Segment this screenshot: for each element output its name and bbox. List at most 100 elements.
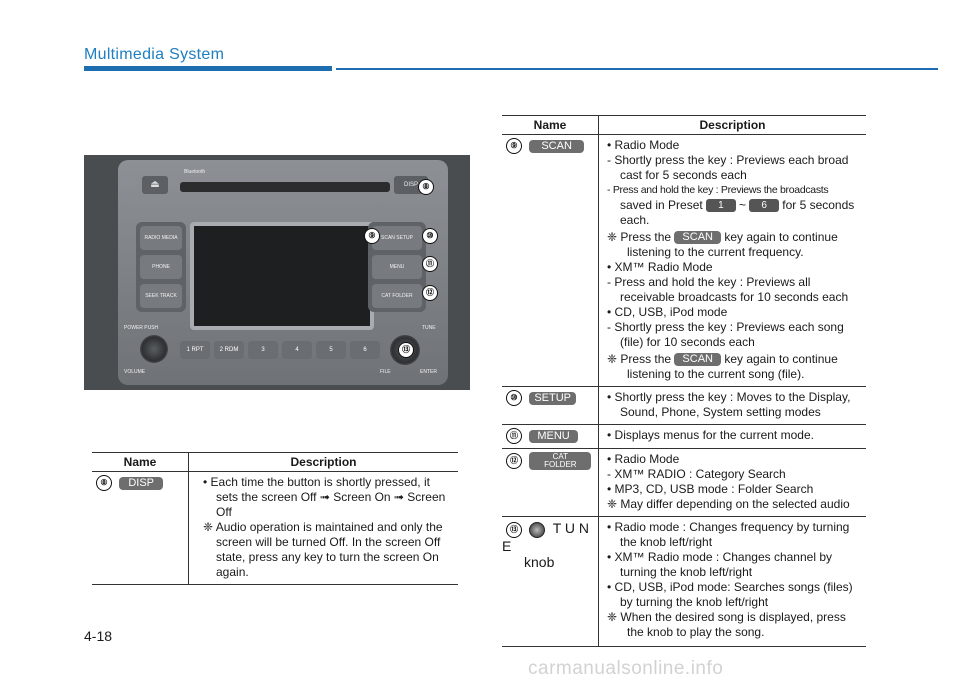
desc-line: Sound, Phone, System setting modes (620, 405, 821, 419)
cat-label: CAT (552, 452, 569, 461)
photo-preset-4: 4 (282, 341, 312, 359)
item-number-12: ⑫ (506, 453, 522, 469)
photo-left-buttons: RADIO MEDIA PHONE SEEK TRACK (136, 222, 186, 312)
desc-line: • Radio mode : Changes frequency by turn… (607, 520, 850, 534)
desc-line: receivable broadcasts for 10 seconds eac… (620, 290, 849, 304)
menu-button-icon: MENU (529, 429, 578, 443)
photo-scan-setup: SCAN SETUP (372, 226, 422, 250)
desc-line: sets the screen Off ➟ Screen On ➟ Screen (216, 490, 446, 504)
cat-folder-button-icon: CAT FOLDER (529, 452, 592, 470)
col-description-header: Description (188, 452, 458, 472)
col-name-header: Name (502, 115, 599, 135)
desc-line: • Radio Mode (607, 138, 680, 152)
disp-button-icon: DISP (119, 476, 164, 490)
desc-line: ❈ When the desired song is displayed, pr… (607, 610, 846, 624)
cd-slot (180, 182, 390, 192)
watermark: carmanualsonline.info (528, 658, 724, 679)
tilde-text: ~ (738, 198, 746, 212)
desc-line: ❈ May differ depending on the selected a… (607, 497, 850, 511)
bluetooth-label: Bluetooth (184, 169, 206, 175)
preset-6-button-icon: 6 (749, 199, 779, 213)
item-number-13: ⑬ (506, 521, 522, 538)
left-description-table: Name Description ⑧ DISP • Each time the … (92, 452, 458, 585)
table-row: ⑨ SCAN • Radio Mode - Shortly press the … (502, 134, 866, 387)
head-unit-photo: ⏏ Bluetooth DISP RADIO MEDIA PHONE SEEK … (84, 155, 470, 390)
knob-name: knob (524, 553, 555, 570)
page-number: 4-18 (84, 628, 113, 644)
desc-line: cast for 5 seconds each (620, 168, 747, 182)
photo-phone: PHONE (140, 255, 182, 279)
photo-preset-6: 6 (350, 341, 380, 359)
desc-line: the knob left/right (620, 535, 713, 549)
photo-preset-2: 2 RDM (214, 341, 244, 359)
callout-12: ⑫ (422, 285, 438, 301)
desc-text: key again to continue (724, 352, 838, 366)
desc-line: listening to the current frequency. (627, 245, 804, 259)
photo-radio-media: RADIO MEDIA (140, 226, 182, 250)
item-number-10: ⑩ (506, 390, 522, 406)
desc-line: each. (620, 213, 650, 227)
desc-line: - Press and hold the key : Previews the … (607, 184, 829, 196)
scan-button-icon: SCAN (674, 231, 721, 245)
desc-line: • Shortly press the key : Moves to the D… (607, 390, 851, 404)
photo-menu: MENU (372, 255, 422, 279)
item-number-11: ⑪ (506, 428, 522, 444)
desc-line: - Shortly press the key : Previews each … (607, 320, 844, 334)
preset-1-button-icon: 1 (706, 199, 736, 213)
tune-knob-icon (529, 521, 546, 538)
desc-text: ❈ Press the (607, 230, 672, 244)
desc-text: key again to continue (724, 230, 838, 244)
photo-display-screen (190, 222, 374, 330)
photo-preset-buttons: 1 RPT 2 RDM 3 4 5 6 (180, 341, 380, 361)
desc-line: • Each time the button is shortly presse… (203, 475, 430, 489)
table-row: ⑩ SETUP • Shortly press the key : Moves … (502, 386, 866, 425)
desc-line: • CD, USB, iPod mode: Searches songs (fi… (607, 580, 853, 594)
desc-line: - Shortly press the key : Previews each … (607, 153, 849, 167)
desc-line: (file) for 10 seconds each (620, 335, 755, 349)
desc-line: • Radio Mode (607, 452, 680, 466)
desc-line: • MP3, CD, USB mode : Folder Search (607, 482, 814, 496)
desc-line: - XM™ RADIO : Category Search (607, 467, 786, 481)
desc-text: saved in Preset (620, 198, 703, 212)
desc-line: • XM™ Radio Mode (607, 260, 713, 274)
desc-text: ❈ Press the (607, 352, 672, 366)
desc-line: • CD, USB, iPod mode (607, 305, 728, 319)
enter-label: ENTER (420, 369, 437, 375)
file-label: FILE (380, 369, 391, 375)
col-name-header: Name (92, 452, 189, 472)
callout-10: ⑩ (422, 228, 438, 244)
photo-preset-3: 3 (248, 341, 278, 359)
desc-line: the knob to play the song. (627, 625, 765, 639)
eject-icon: ⏏ (142, 176, 168, 194)
callout-11: ⑪ (422, 256, 438, 272)
desc-line: Off (216, 505, 232, 519)
item-number-9: ⑨ (506, 138, 522, 154)
table-row: ⑧ DISP • Each time the button is shortly… (92, 471, 458, 585)
photo-cat-folder: CAT FOLDER (372, 284, 422, 308)
callout-9: ⑨ (364, 228, 380, 244)
tune-name: T U N E (502, 520, 589, 554)
item-number-8: ⑧ (96, 475, 112, 491)
table-row: ⑬ T U N E knob • Radio mode : Changes fr… (502, 516, 866, 647)
volume-knob-icon (140, 335, 168, 363)
setup-button-icon: SETUP (529, 391, 577, 405)
photo-preset-1: 1 RPT (180, 341, 210, 359)
table-row: ⑪ MENU • Displays menus for the current … (502, 424, 866, 449)
header-rule-thin (336, 68, 938, 70)
desc-line: • XM™ Radio mode : Changes channel by (607, 550, 832, 564)
desc-line: by turning the knob left/right (620, 595, 769, 609)
desc-line: • Displays menus for the current mode. (607, 428, 814, 442)
folder-label: FOLDER (544, 460, 577, 469)
desc-line: listening to the current song (file). (627, 367, 805, 381)
photo-preset-5: 5 (316, 341, 346, 359)
desc-text: for 5 seconds (782, 198, 855, 212)
volume-label: VOLUME (124, 369, 146, 375)
power-label: POWER PUSH (124, 325, 159, 331)
section-title: Multimedia System (84, 46, 225, 63)
table-row: ⑫ CAT FOLDER • Radio Mode - XM™ RADIO : … (502, 448, 866, 517)
callout-13: ⑬ (398, 342, 414, 358)
desc-line: ❈ Audio operation is maintained and only… (203, 520, 443, 534)
tune-label: TUNE (422, 325, 436, 331)
right-description-table: Name Description ⑨ SCAN • Radio Mode - S… (502, 115, 866, 647)
photo-seek-track: SEEK TRACK (140, 284, 182, 308)
